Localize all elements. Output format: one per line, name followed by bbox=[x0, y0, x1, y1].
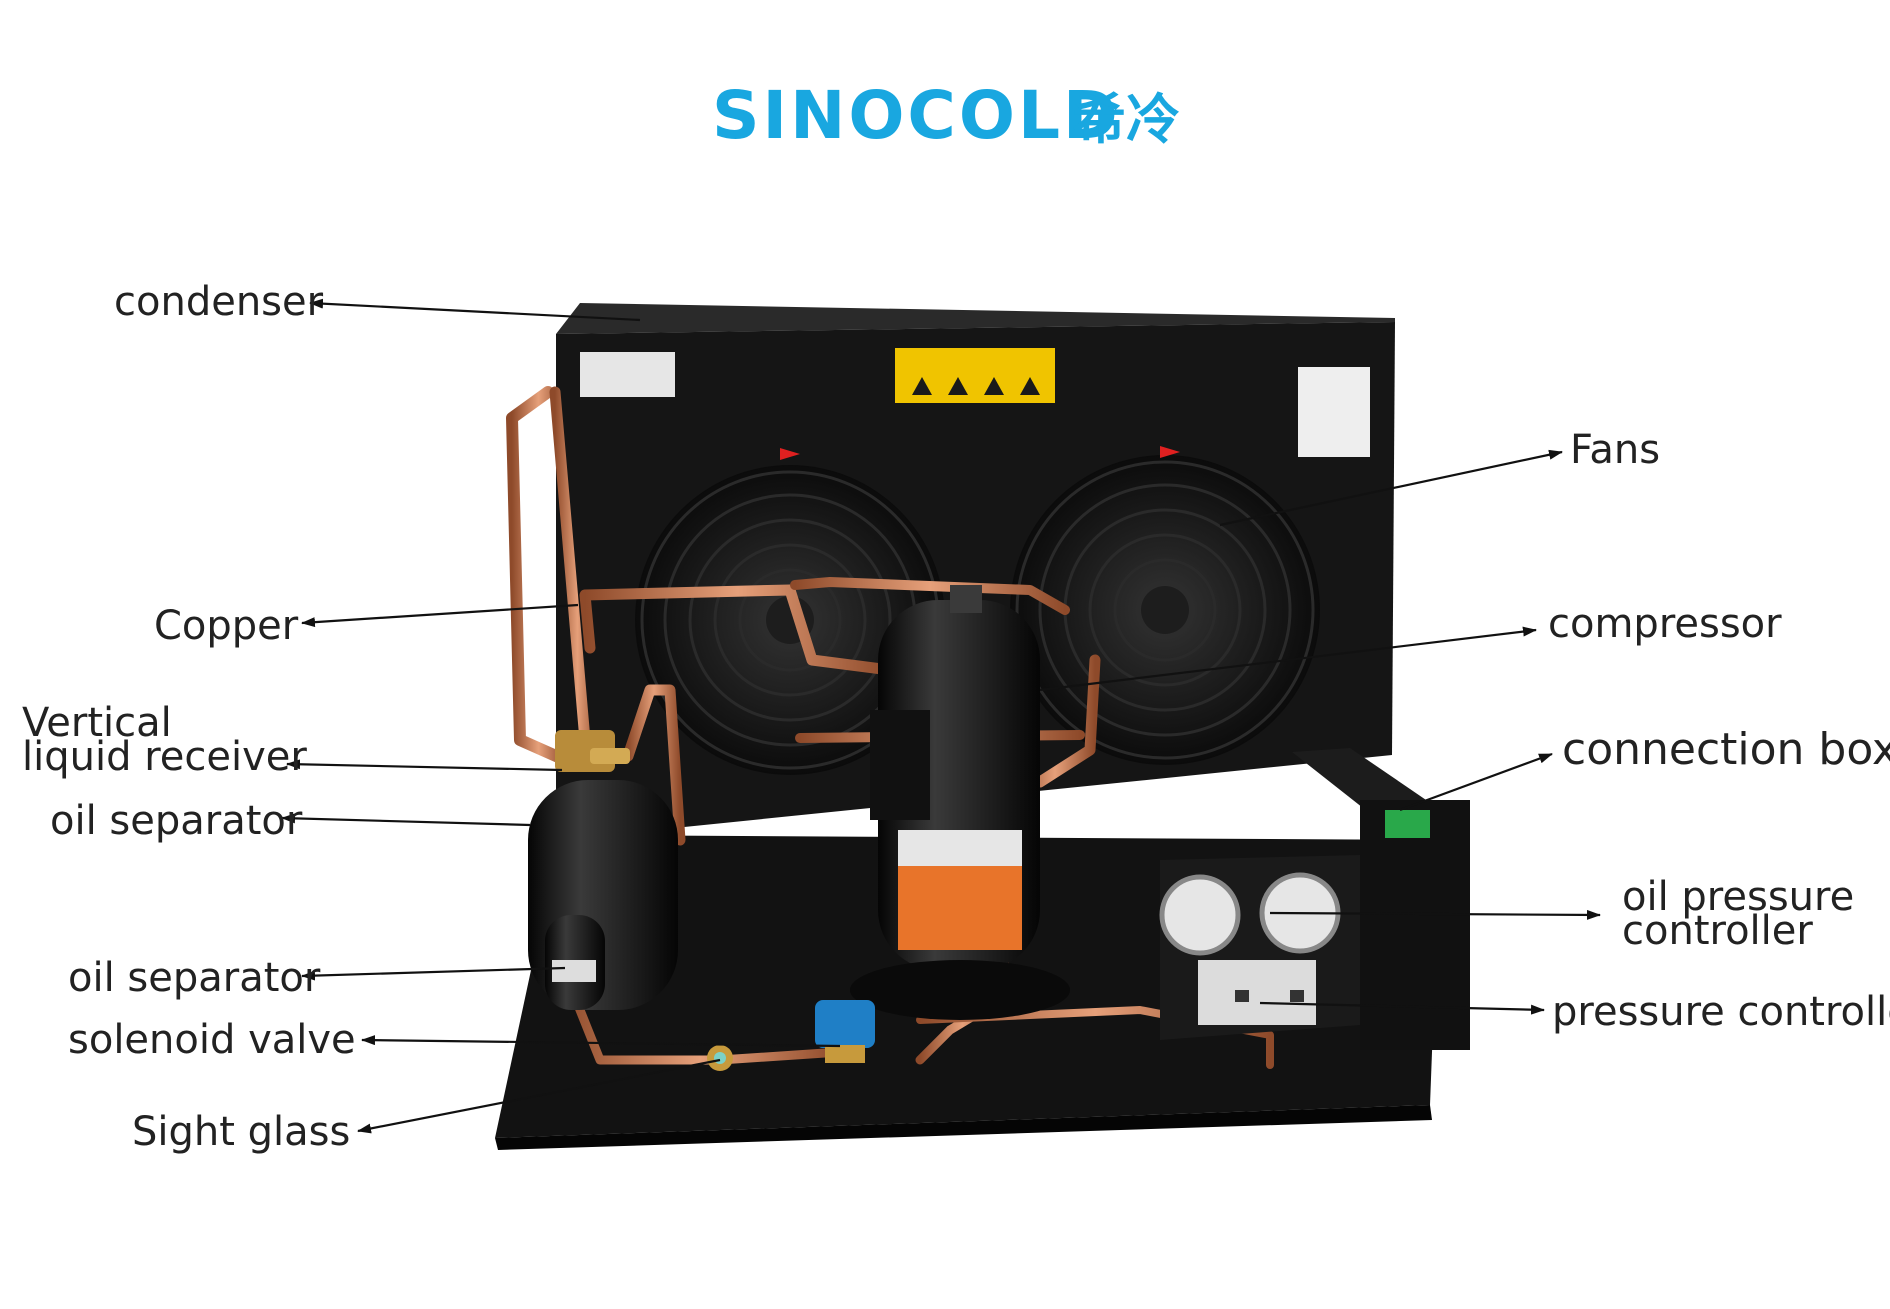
pressure-controller-box bbox=[1198, 960, 1316, 1025]
label-oil-pressure-line2: controller bbox=[1622, 908, 1813, 954]
leader-oil-separator-1 bbox=[281, 813, 531, 827]
label-oil-pressure-controller: oil pressure controller bbox=[1622, 874, 1855, 954]
oil-separator-small bbox=[545, 915, 605, 1010]
valve-block bbox=[555, 730, 630, 772]
logo-chinese: 希冷 bbox=[1072, 88, 1180, 151]
leader-connection-box bbox=[1399, 752, 1553, 812]
leader-oil-pressure bbox=[1269, 909, 1601, 920]
leader-vertical-receiver bbox=[286, 759, 563, 772]
brand-logo: SINOCOLD 希冷 bbox=[712, 70, 1192, 160]
fan-left bbox=[635, 448, 945, 775]
label-vertical-line2: liquid receiver bbox=[22, 734, 307, 780]
leader-pressure-controller bbox=[1259, 1001, 1545, 1015]
logo-mark: SINOCOLD 希冷 bbox=[712, 77, 1180, 154]
label-compressor: compressor bbox=[1548, 601, 1782, 647]
label-pressure-controller: pressure controller bbox=[1552, 989, 1890, 1035]
fan-right bbox=[1010, 446, 1320, 765]
label-oil-separator-2: oil separator bbox=[68, 955, 321, 1001]
label-fans: Fans bbox=[1570, 427, 1661, 473]
info-sticker bbox=[580, 352, 675, 397]
spec-plate bbox=[1298, 367, 1370, 457]
label-condenser: condenser bbox=[114, 279, 324, 325]
label-oil-separator-1: oil separator bbox=[50, 798, 303, 844]
compressor bbox=[850, 585, 1070, 1020]
solenoid-valve bbox=[815, 1000, 875, 1063]
leader-lines bbox=[281, 298, 1601, 1134]
leader-solenoid-valve bbox=[361, 1035, 841, 1048]
leader-condenser bbox=[309, 298, 641, 322]
label-connection-box: connection box bbox=[1562, 724, 1890, 775]
leader-sight-glass bbox=[357, 1058, 721, 1134]
label-sight-glass: Sight glass bbox=[132, 1109, 351, 1155]
label-copper: Copper bbox=[154, 603, 299, 649]
label-solenoid-valve: solenoid valve bbox=[68, 1017, 356, 1063]
sight-glass bbox=[707, 1045, 733, 1071]
label-vertical-line1: Vertical bbox=[22, 700, 172, 746]
logo-wordmark: SINOCOLD bbox=[712, 77, 1121, 154]
leader-oil-separator-2 bbox=[301, 966, 566, 981]
leader-compressor bbox=[1039, 626, 1537, 692]
label-oil-pressure-line1: oil pressure bbox=[1622, 874, 1855, 920]
label-vertical-liquid-receiver: Vertical liquid receiver bbox=[22, 700, 307, 780]
leader-fans bbox=[1219, 449, 1563, 527]
connection-box bbox=[1292, 748, 1470, 1050]
leader-copper bbox=[301, 603, 579, 628]
